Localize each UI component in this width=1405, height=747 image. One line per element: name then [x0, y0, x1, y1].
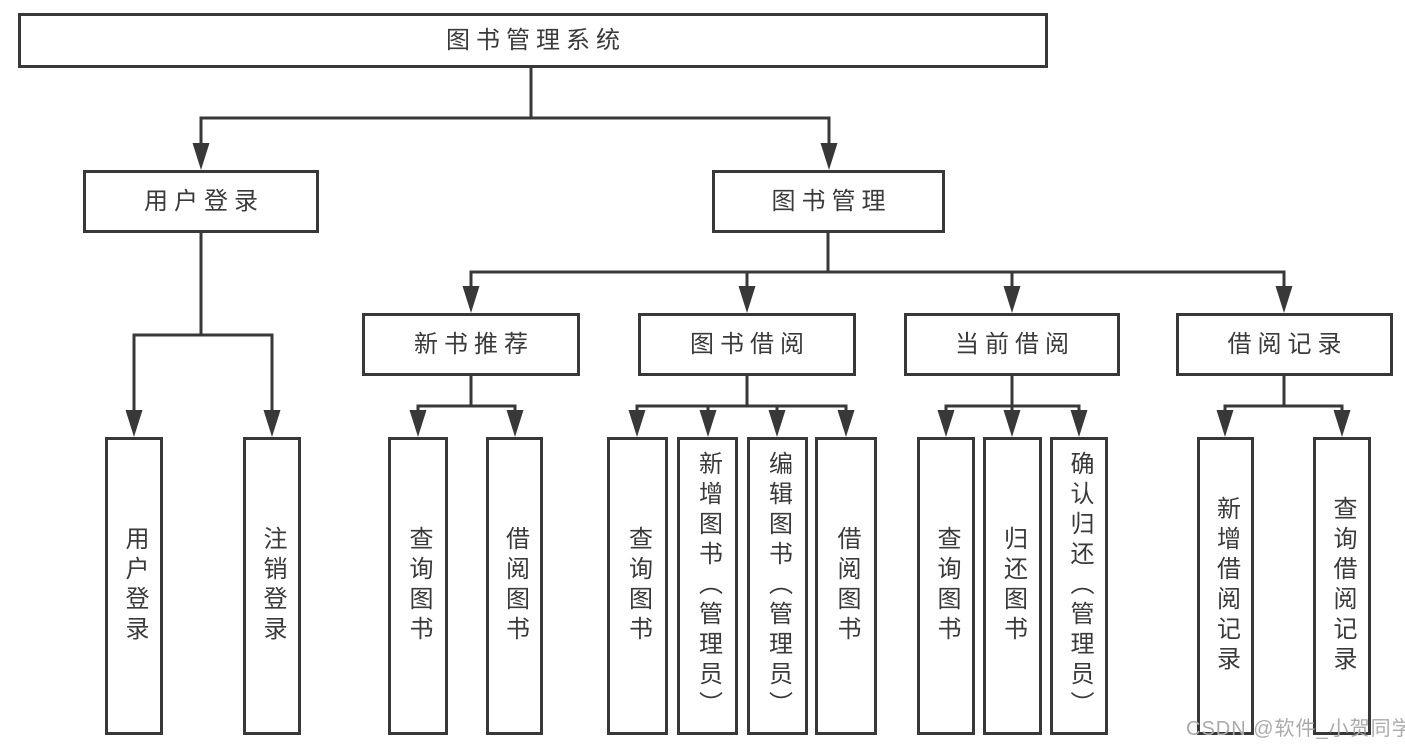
watermark: CSDN @软件_小贺同学 [1186, 718, 1405, 740]
leaf-query-books-current: 查询图书 [917, 437, 975, 735]
arrow-down-icon [699, 410, 717, 437]
node-label: 查询图书 [933, 526, 960, 646]
leaf-add-books-admin: 新增图书（管理员） [677, 437, 738, 735]
leaf-confirm-return-admin: 确认归还（管理员） [1050, 437, 1108, 735]
arrow-down-icon [263, 410, 281, 437]
leaf-query-borrow-record: 查询借阅记录 [1313, 437, 1371, 735]
node-label: 借阅图书 [501, 526, 529, 646]
leaf-borrow-books-recommend: 借阅图书 [486, 437, 543, 735]
leaf-query-books-recommend: 查询图书 [388, 437, 448, 735]
arrow-down-icon [820, 143, 838, 170]
arrow-down-icon [628, 410, 646, 437]
arrow-down-icon [506, 410, 524, 437]
arrow-down-icon [937, 410, 955, 437]
arrow-down-icon [1333, 410, 1351, 437]
node-label: 图书借阅 [690, 330, 810, 358]
node-label: 用户登录 [144, 187, 264, 215]
node-label: 查询图书 [624, 526, 652, 646]
node-current-borrow: 当前借阅 [904, 313, 1120, 376]
arrow-down-icon [409, 410, 427, 437]
node-label: 当前借阅 [955, 330, 1075, 358]
leaf-query-books-borrow: 查询图书 [607, 437, 668, 735]
leaf-borrow-books-borrow: 借阅图书 [815, 437, 877, 735]
arrow-down-icon [1275, 286, 1293, 313]
leaf-user-login: 用户登录 [105, 437, 163, 735]
node-new-book-recommend: 新书推荐 [362, 313, 580, 376]
node-label: 注销登录 [259, 526, 286, 646]
node-book-management: 图书管理 [712, 170, 945, 233]
arrow-down-icon [837, 410, 855, 437]
arrow-down-icon [462, 286, 480, 313]
node-book-borrow: 图书借阅 [638, 313, 856, 376]
leaf-edit-books-admin: 编辑图书（管理员） [747, 437, 808, 735]
arrow-down-icon [1216, 410, 1234, 437]
node-root: 图书管理系统 [18, 13, 1048, 68]
arrow-down-icon [192, 143, 210, 170]
node-label: 借阅记录 [1227, 330, 1348, 358]
node-label: 查询借阅记录 [1329, 496, 1356, 676]
node-label: 借阅图书 [833, 526, 860, 646]
arrow-down-icon [768, 410, 786, 437]
node-label: 用户登录 [121, 526, 148, 646]
node-label: 图书管理系统 [446, 26, 626, 54]
node-borrow-records: 借阅记录 [1176, 313, 1393, 376]
leaf-return-books: 归还图书 [983, 437, 1042, 735]
node-label: 查询图书 [405, 526, 432, 646]
leaf-add-borrow-record: 新增借阅记录 [1197, 437, 1254, 735]
arrow-down-icon [125, 410, 143, 437]
node-label: 确认归还（管理员） [1066, 451, 1093, 721]
leaf-logout: 注销登录 [243, 437, 301, 735]
arrow-down-icon [738, 286, 756, 313]
node-user-login: 用户登录 [83, 170, 319, 233]
node-label: 编辑图书（管理员） [764, 451, 792, 721]
arrow-down-icon [1070, 410, 1088, 437]
arrow-down-icon [1003, 286, 1021, 313]
node-label: 图书管理 [771, 187, 892, 215]
node-label: 归还图书 [999, 526, 1027, 646]
node-label: 新书推荐 [414, 330, 534, 358]
arrow-down-icon [1003, 410, 1021, 437]
node-label: 新增图书（管理员） [694, 451, 722, 721]
node-label: 新增借阅记录 [1212, 496, 1240, 676]
